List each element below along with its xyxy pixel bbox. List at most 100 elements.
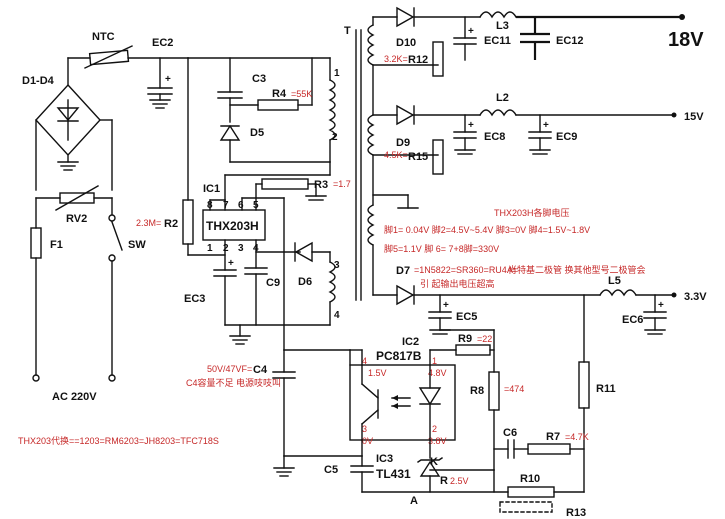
transformer-label: T: [344, 25, 351, 37]
r7-resistor: [527, 443, 571, 455]
r2-label: R2: [164, 218, 178, 230]
svg-text:2.5V: 2.5V: [450, 476, 469, 486]
l3-label: L3: [496, 20, 509, 32]
svg-text:=1.7: =1.7: [333, 179, 351, 189]
c4-label: C4: [253, 364, 268, 376]
svg-text:+: +: [468, 120, 474, 131]
sw-label: SW: [128, 239, 146, 251]
r4-resistor: [257, 99, 299, 111]
output-18v-label: 18V: [668, 29, 704, 51]
r9-resistor: [455, 344, 491, 356]
d10-label: D10: [396, 37, 416, 49]
ntc-thermistor: [84, 45, 133, 69]
svg-text:A: A: [410, 495, 418, 507]
svg-text:R: R: [440, 475, 448, 487]
c5-label: C5: [324, 464, 338, 476]
svg-text:+: +: [228, 258, 234, 269]
l2-label: L2: [496, 92, 509, 104]
svg-text:3: 3: [362, 424, 367, 434]
r4-label: R4: [272, 88, 287, 100]
d5-diode: [219, 124, 241, 141]
d1d4-label: D1-D4: [22, 75, 55, 87]
svg-text:4.8V: 4.8V: [428, 368, 447, 378]
svg-text:2: 2: [223, 243, 229, 254]
r12-resistor: [432, 41, 444, 77]
r8-label: R8: [470, 385, 484, 397]
svg-text:+: +: [443, 300, 449, 311]
ec6-label: EC6: [622, 314, 643, 326]
ec2-capacitor: +: [147, 57, 173, 109]
r4-value: =55K: [291, 89, 312, 99]
svg-text:1: 1: [334, 68, 340, 79]
c3-label: C3: [252, 73, 266, 85]
svg-text:2.3M=: 2.3M=: [136, 218, 161, 228]
ntc-label: NTC: [92, 31, 115, 43]
ic1-chip-label: THX203H: [206, 219, 259, 233]
l5-label: L5: [608, 275, 621, 287]
ec3-label: EC3: [184, 293, 205, 305]
ic2-label: IC2: [402, 336, 419, 348]
svg-text:3: 3: [334, 260, 340, 271]
svg-text:K: K: [430, 456, 438, 468]
r8-resistor: [488, 371, 500, 411]
d5-label: D5: [250, 127, 264, 139]
voltage-table-row4: 引 起输出电压超高: [420, 278, 495, 289]
d7-label: D7: [396, 265, 410, 277]
svg-text:4.5K=: 4.5K=: [384, 150, 408, 160]
svg-text:1: 1: [432, 356, 437, 366]
ac-220v-label: AC 220V: [52, 391, 97, 403]
r11-label: R11: [596, 383, 616, 395]
thx-replacement-note: THX203代换==1203=RM6203=JH8203=TFC718S: [18, 435, 219, 446]
ic1-label: IC1: [203, 183, 220, 195]
r3-label: R3: [314, 179, 328, 191]
svg-text:+: +: [468, 26, 474, 37]
l5-inductor: [599, 289, 637, 297]
d9-diode: [396, 104, 415, 126]
svg-text:4: 4: [362, 356, 367, 366]
r9-label: R9: [458, 333, 472, 345]
svg-text:0V: 0V: [362, 436, 373, 446]
svg-text:1: 1: [207, 243, 213, 254]
transformer: [328, 24, 375, 303]
voltage-table-row1: 脚1= 0.04V 脚2=4.5V~5.4V 脚3=0V 脚4=1.5V~1.8…: [384, 225, 590, 235]
r13-label: R13: [566, 507, 586, 519]
ec2-label: EC2: [152, 37, 173, 49]
r15-resistor: [432, 139, 444, 175]
d10-diode: [396, 6, 415, 28]
svg-text:+: +: [543, 120, 549, 131]
l3-inductor: [479, 11, 517, 19]
r10-label: R10: [520, 473, 540, 485]
sw-switch: [111, 221, 123, 251]
svg-text:1.5V: 1.5V: [368, 368, 387, 378]
r3-resistor: [261, 178, 309, 190]
r11-resistor: [578, 361, 590, 409]
r12-label: R12: [408, 54, 428, 66]
f1-label: F1: [50, 239, 63, 251]
r10-resistor: [507, 486, 555, 498]
bridge-rectifier: [35, 83, 101, 157]
ic1-chip: [202, 209, 266, 241]
voltage-table-title: THX203H各脚电压: [494, 207, 570, 218]
svg-text:6: 6: [238, 200, 244, 211]
l2-inductor: [479, 109, 517, 117]
output-33v-label: 3.3V: [684, 291, 707, 303]
svg-text:3: 3: [238, 243, 244, 254]
svg-text:=4.7K: =4.7K: [565, 432, 589, 442]
ic2-chip-label: PC817B: [376, 349, 422, 363]
svg-text:=474: =474: [504, 384, 524, 394]
ec5-label: EC5: [456, 311, 477, 323]
voltage-table-row3: 肖特基二极管 换其他型号二极管会: [508, 264, 646, 275]
r2-resistor: [182, 199, 194, 245]
d7-part-note: =1N5822=SR360=RU4A=: [414, 265, 518, 275]
d7-diode: [396, 284, 415, 306]
ec12-label: EC12: [556, 35, 584, 47]
ec11-label: EC11: [484, 35, 511, 47]
svg-text:3.8V: 3.8V: [428, 436, 447, 446]
svg-text:7: 7: [223, 200, 229, 211]
voltage-table-row2: 脚5=1.1V 脚 6= 7+8脚=330V: [384, 244, 499, 254]
c6-label: C6: [503, 427, 517, 439]
d6-label: D6: [298, 276, 312, 288]
ec8-label: EC8: [484, 131, 505, 143]
rv2-varistor: [55, 185, 99, 211]
